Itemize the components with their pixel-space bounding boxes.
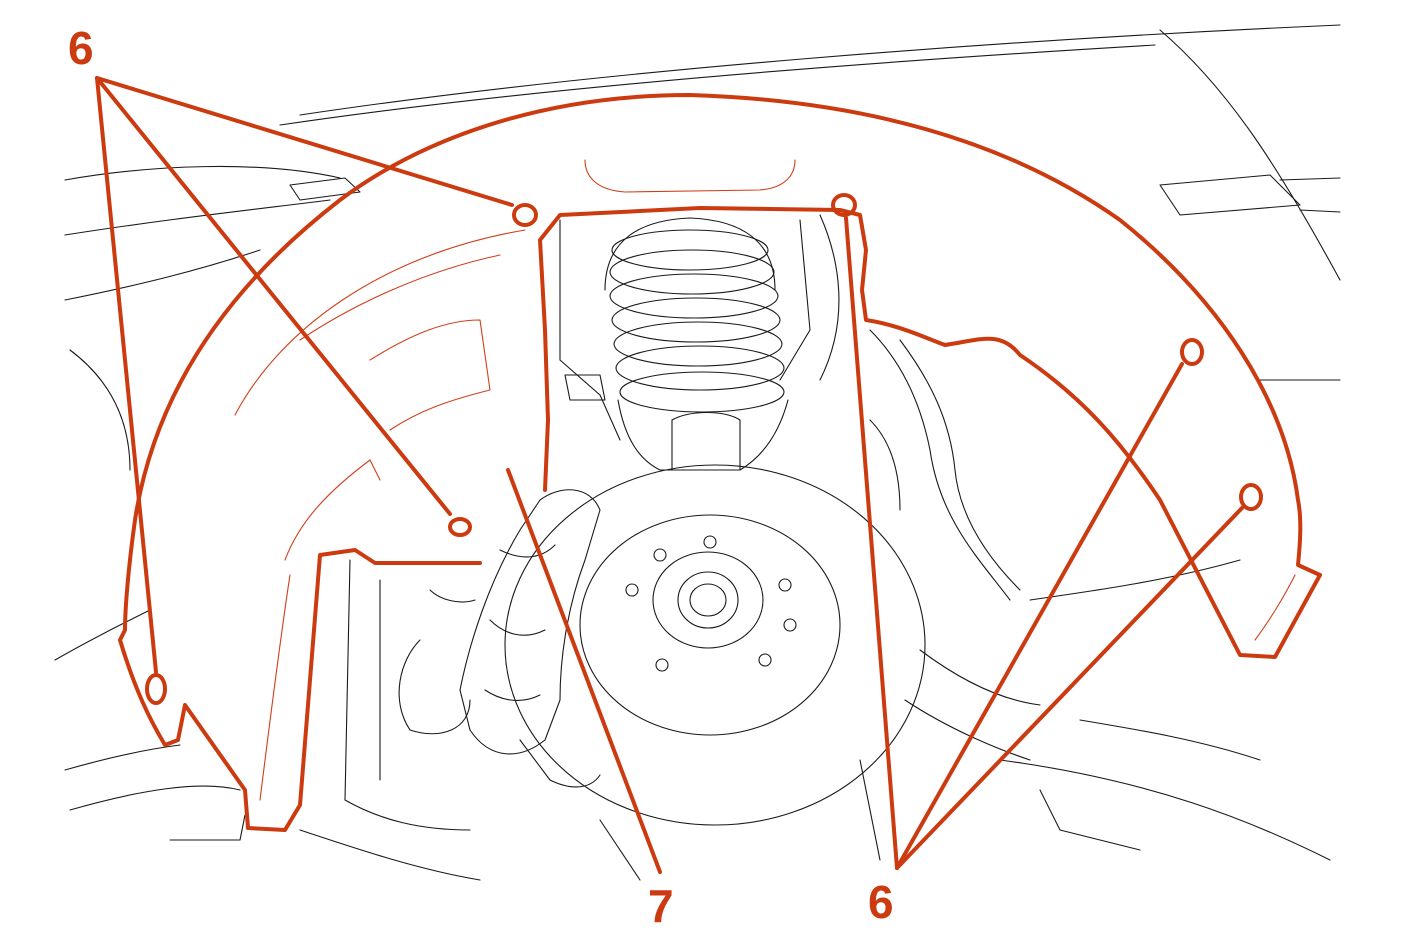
fastener-top-left xyxy=(512,203,538,227)
callout-label-6-top-left: 6 xyxy=(68,22,94,74)
brake-caliper xyxy=(459,489,601,788)
callout-label-7: 7 xyxy=(648,880,674,932)
brake-disc xyxy=(504,464,926,826)
fastener-center-left xyxy=(448,517,472,537)
fastener-right-upper xyxy=(1180,338,1204,366)
shock-absorber-bellows xyxy=(604,217,789,471)
callout-label-6-bottom-right: 6 xyxy=(868,876,894,928)
fastener-left-lower xyxy=(145,673,167,705)
fastener-top-right xyxy=(831,193,857,217)
fasteners xyxy=(145,193,1263,705)
wheel-arch-liner xyxy=(118,93,1322,832)
leader-lines xyxy=(95,76,1244,874)
vehicle-linework xyxy=(54,24,1341,881)
fastener-right-lower xyxy=(1239,483,1263,511)
